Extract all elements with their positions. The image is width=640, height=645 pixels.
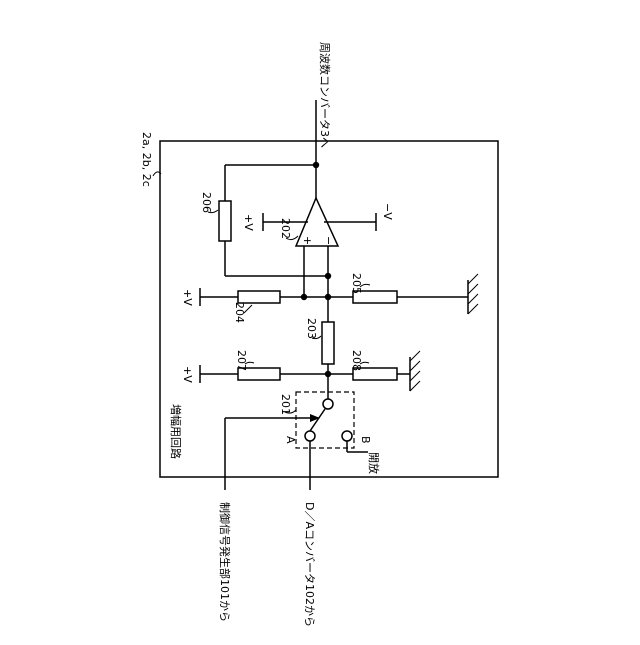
resistor-206	[219, 201, 231, 241]
ground-208-hatch-4	[410, 381, 420, 391]
terminal-b-label: B	[359, 436, 372, 444]
resistor-208-label: 208	[350, 350, 363, 371]
ground-205-hatch-3	[468, 294, 478, 304]
opamp-minus-sign: −	[322, 236, 335, 245]
switch-terminal-a	[305, 431, 315, 441]
supply-pos-label-204: +V	[181, 289, 194, 306]
control-input-label: 制御信号発生部101から	[218, 502, 232, 622]
resistor-203-label: 203	[305, 318, 318, 339]
resistor-203	[322, 322, 334, 364]
ground-205-hatch-4	[468, 304, 478, 314]
switch-common-terminal	[323, 399, 333, 409]
switch-terminal-b	[342, 431, 352, 441]
terminal-a-label: A	[284, 436, 297, 444]
control-arrow-head	[310, 414, 320, 422]
open-label: 開放	[367, 452, 381, 474]
ground-208-hatch-3	[410, 371, 420, 381]
supply-neg-label-opamp: −V	[381, 203, 394, 220]
ground-208-hatch-2	[410, 361, 420, 371]
resistor-205-label: 205	[350, 273, 363, 294]
resistor-206-label: 206	[200, 192, 213, 213]
supply-pos-label-207: +V	[181, 366, 194, 383]
junction-204	[301, 294, 307, 300]
resistor-207-label: 207	[235, 350, 248, 371]
opamp-plus-sign: +	[301, 236, 314, 245]
signal-input-label: D／Aコンバータ102から	[303, 502, 316, 627]
opamp-label: 202	[279, 218, 292, 239]
ground-205-hatch-1	[468, 274, 478, 284]
ground-208-hatch-1	[410, 351, 420, 361]
ground-205-hatch-2	[468, 284, 478, 294]
module-id-label: 2a, 2b, 2c	[140, 132, 153, 187]
junction-output	[313, 162, 319, 168]
supply-pos-label-opamp: +V	[242, 214, 255, 231]
output-label: 周波数コンバータ3へ	[318, 42, 331, 148]
circuit-name-label: 増幅用回路	[169, 404, 182, 459]
